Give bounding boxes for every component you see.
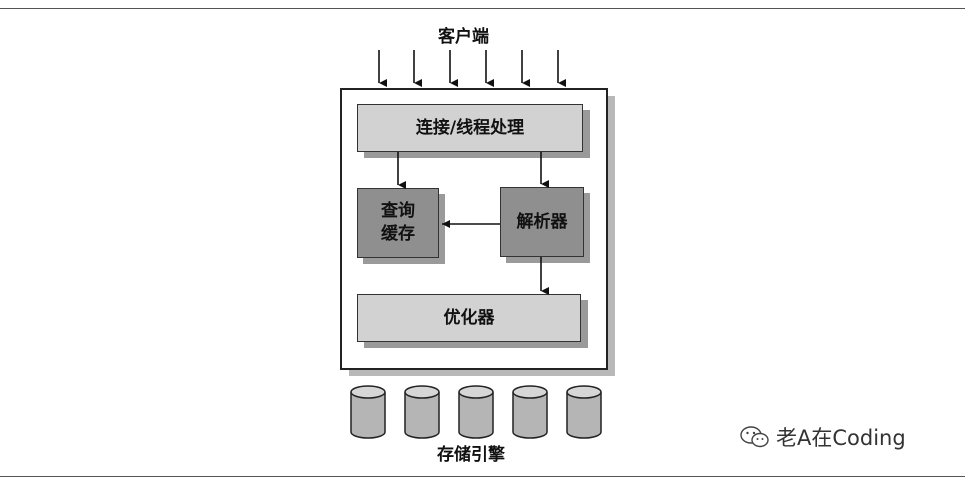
connection-box: 连接/线程处理 bbox=[357, 104, 583, 152]
storage-cylinder bbox=[404, 385, 440, 439]
optimizer-box: 优化器 bbox=[357, 294, 581, 342]
top-rule bbox=[0, 8, 965, 9]
watermark: 老A在Coding bbox=[740, 422, 906, 452]
storage-cylinder bbox=[566, 385, 602, 439]
storage-label: 存储引擎 bbox=[437, 445, 505, 465]
bottom-rule bbox=[0, 476, 965, 477]
storage-cylinder bbox=[350, 385, 386, 439]
watermark-text: 老A在Coding bbox=[776, 426, 906, 450]
query-cache-box: 查询缓存 bbox=[357, 188, 439, 258]
query-cache-label: 查询缓存 bbox=[381, 201, 415, 244]
storage-cylinder bbox=[512, 385, 548, 439]
parser-box: 解析器 bbox=[500, 187, 584, 257]
wechat-icon bbox=[740, 426, 769, 448]
storage-cylinder bbox=[458, 385, 494, 439]
client-arrows bbox=[378, 50, 566, 87]
storage-engines bbox=[350, 385, 602, 439]
client-label: 客户端 bbox=[438, 27, 489, 47]
